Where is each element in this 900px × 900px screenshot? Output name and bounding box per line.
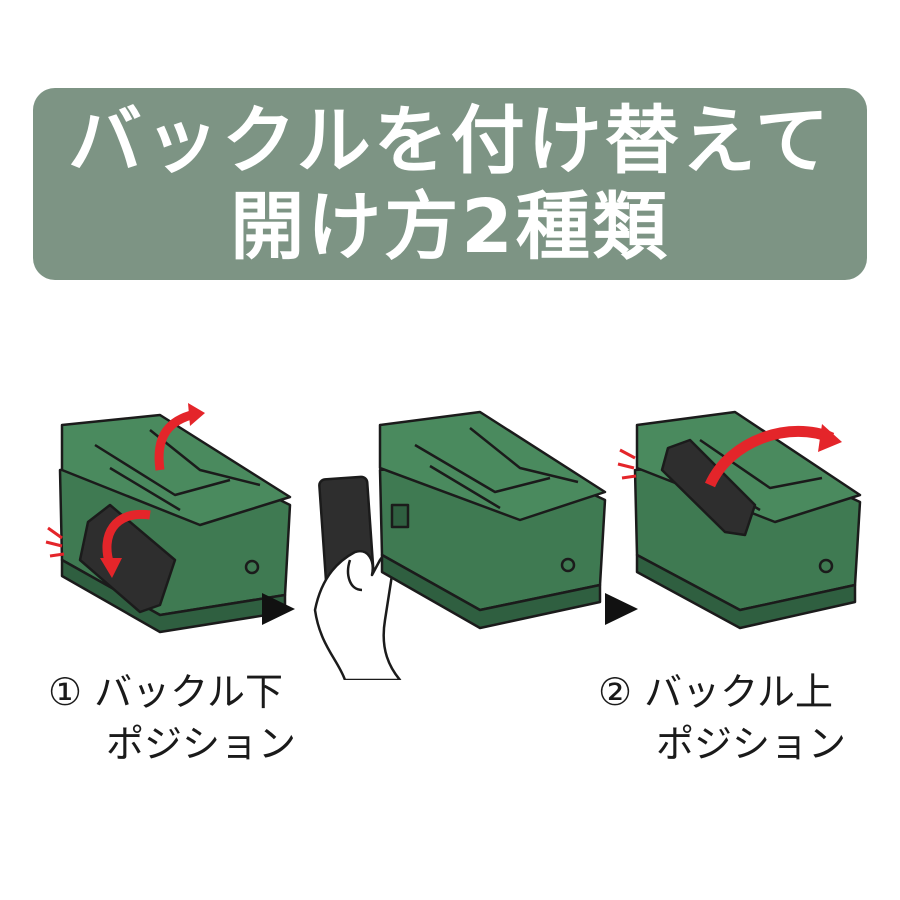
hand-holding-buckle-illustration <box>313 475 402 680</box>
caption-1-line-2: ポジション <box>106 722 297 766</box>
caption-2-line-2: ポジション <box>656 722 847 766</box>
caption-2-number: ② <box>598 670 633 714</box>
title-banner: バックルを付け替えて 開け方2種類 <box>33 88 867 280</box>
case-closed-illustration <box>378 410 607 630</box>
case-buckle-down-illustration <box>45 403 292 634</box>
title-line-1: バックルを付け替えて <box>67 98 833 184</box>
caption-1-line-1: バックル下 <box>94 670 283 714</box>
step-arrow-2-icon <box>605 593 638 625</box>
title-line-2: 開け方2種類 <box>230 184 670 270</box>
caption-1-number: ① <box>48 670 83 714</box>
caption-2-line-1: バックル上 <box>644 670 833 714</box>
illustration <box>45 403 862 680</box>
case-buckle-up-illustration <box>617 410 862 630</box>
step-arrow-1-icon <box>262 593 295 625</box>
